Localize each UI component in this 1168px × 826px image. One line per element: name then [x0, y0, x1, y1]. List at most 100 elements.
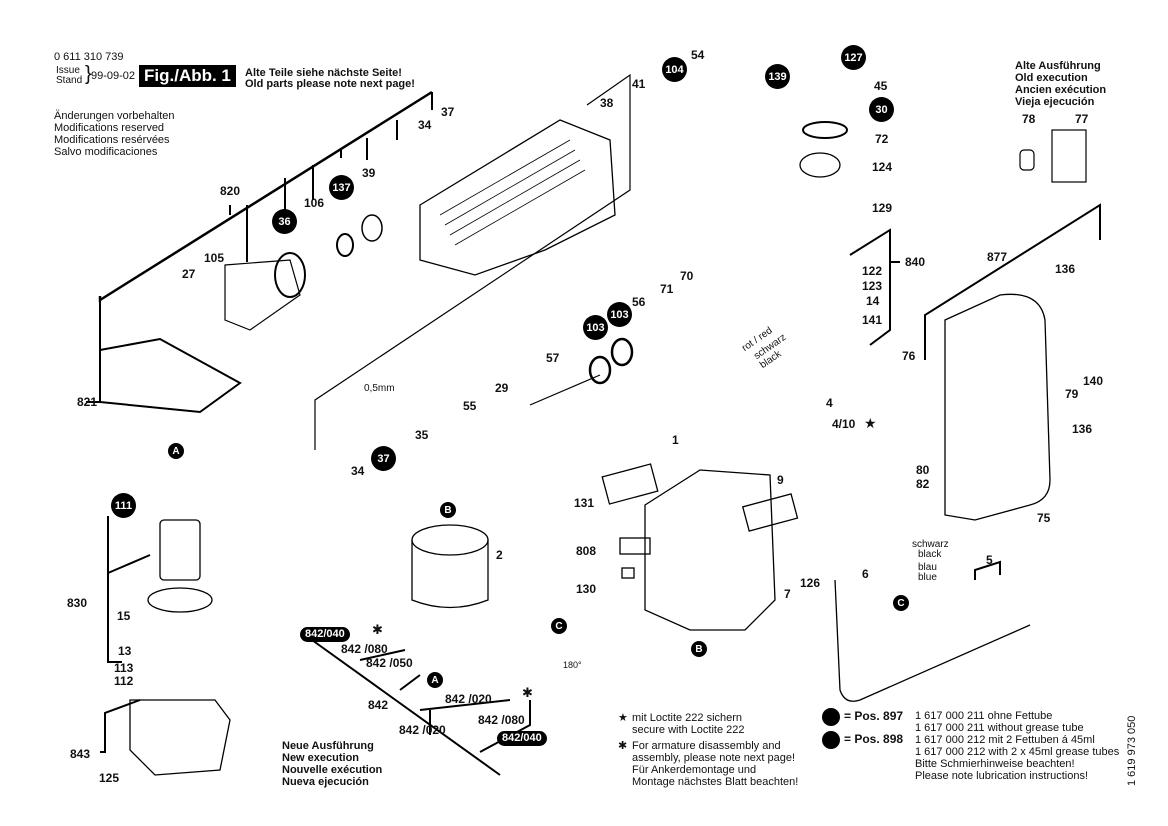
part-label-140[interactable]: 140 [1083, 374, 1104, 388]
part-label-126[interactable]: 126 [800, 576, 821, 590]
wire-blue: blue [918, 572, 937, 583]
wire-blau: blau [918, 562, 937, 573]
part-label-842-080b[interactable]: 842 /080 [478, 713, 525, 727]
part-label-4-10[interactable]: 4/10 [832, 417, 856, 431]
pill-842-040-top[interactable]: 842/040 [300, 627, 350, 642]
part-label-82[interactable]: 82 [916, 477, 930, 491]
part-label-106[interactable]: 106 [304, 196, 325, 210]
part-label-75[interactable]: 75 [1037, 511, 1051, 525]
part-label-136b[interactable]: 136 [1072, 422, 1093, 436]
part-label-57[interactable]: 57 [546, 351, 560, 365]
connector-a-bottom[interactable]: A [427, 672, 443, 688]
part-label-79[interactable]: 79 [1065, 387, 1079, 401]
part-label-34b[interactable]: 34 [351, 464, 365, 478]
part-label-842-080a[interactable]: 842 /080 [341, 642, 388, 656]
circled-label-104[interactable]: 104 [662, 57, 687, 82]
part-label-80[interactable]: 80 [916, 463, 930, 477]
connector-c-right[interactable]: C [893, 595, 909, 611]
circled-label-30[interactable]: 30 [869, 97, 894, 122]
connector-c-left[interactable]: C [551, 618, 567, 634]
old-parts-note-de: Alte Teile siehe nächste Seite! [245, 67, 402, 79]
part-label-45[interactable]: 45 [874, 79, 888, 93]
leader-840 [849, 228, 891, 346]
part-label-105[interactable]: 105 [204, 251, 225, 265]
part-label-13[interactable]: 13 [118, 644, 132, 658]
part-label-122[interactable]: 122 [862, 264, 883, 278]
part-label-130[interactable]: 130 [576, 582, 597, 596]
circled-label-37[interactable]: 37 [371, 446, 396, 471]
circled-label-36[interactable]: 36 [272, 209, 297, 234]
part-label-877[interactable]: 877 [987, 250, 1008, 264]
part-label-123[interactable]: 123 [862, 279, 883, 293]
circled-label-111[interactable]: 111 [111, 493, 136, 518]
circled-label-127[interactable]: 127 [841, 45, 866, 70]
part-label-9[interactable]: 9 [777, 473, 784, 487]
part-label-4[interactable]: 4 [826, 396, 833, 410]
part-label-842[interactable]: 842 [368, 698, 389, 712]
connector-b-bottom[interactable]: B [691, 641, 707, 657]
part-label-136a[interactable]: 136 [1055, 262, 1076, 276]
circled-label-137[interactable]: 137 [329, 175, 354, 200]
part-label-808[interactable]: 808 [576, 544, 597, 558]
part-label-2[interactable]: 2 [496, 548, 503, 562]
grease-dot-icon [822, 708, 840, 726]
pos-898-line: Please note lubrication instructions! [915, 770, 1089, 782]
part-label-76[interactable]: 76 [902, 349, 916, 363]
part-label-39[interactable]: 39 [362, 166, 376, 180]
part-label-56[interactable]: 56 [632, 295, 646, 309]
connector-a-top[interactable]: A [168, 443, 184, 459]
part-label-77[interactable]: 77 [1075, 112, 1089, 126]
part-label-71[interactable]: 71 [660, 282, 674, 296]
part-label-41[interactable]: 41 [632, 77, 646, 91]
part-label-37[interactable]: 37 [441, 105, 455, 119]
connector-b-top[interactable]: B [440, 502, 456, 518]
part-label-55[interactable]: 55 [463, 399, 477, 413]
part-label-6[interactable]: 6 [862, 567, 869, 581]
part-label-34[interactable]: 34 [418, 118, 432, 132]
part-label-820[interactable]: 820 [220, 184, 241, 198]
circled-label-103a[interactable]: 103 [583, 315, 608, 340]
leader-821 [86, 300, 101, 403]
part-label-129[interactable]: 129 [872, 201, 893, 215]
part-label-1[interactable]: 1 [672, 433, 679, 447]
circled-label-103b[interactable]: 103 [607, 302, 632, 327]
part-label-27[interactable]: 27 [182, 267, 196, 281]
part-label-131[interactable]: 131 [574, 496, 595, 510]
part-label-112[interactable]: 112 [114, 674, 134, 688]
new-execution-note: Neue Ausführung New execution Nouvelle e… [282, 740, 382, 788]
armature-note-line: Für Ankerdemontage und [632, 764, 757, 776]
part-label-5[interactable]: 5 [986, 553, 993, 567]
part-label-842-020b[interactable]: 842 /020 [399, 723, 446, 737]
wire-black: black [918, 549, 942, 560]
part-label-842-020a[interactable]: 842 /020 [445, 692, 492, 706]
part-label-843[interactable]: 843 [70, 747, 91, 761]
part-label-14[interactable]: 14 [866, 294, 880, 308]
label-808 [619, 537, 651, 555]
grease-dot-icon [822, 731, 840, 749]
part-label-842-050[interactable]: 842 /050 [366, 656, 413, 670]
part-number: 0 611 310 739 [54, 51, 124, 63]
part-label-70[interactable]: 70 [680, 269, 694, 283]
part-label-78[interactable]: 78 [1022, 112, 1036, 126]
grease-pos-898-text: 1 617 000 212 mit 2 Fettuben á 45ml 1 61… [915, 734, 1119, 782]
part-label-54[interactable]: 54 [691, 48, 705, 62]
modifications-de: Änderungen vorbehalten [54, 110, 175, 122]
circled-label-139[interactable]: 139 [765, 64, 790, 89]
part-label-15[interactable]: 15 [117, 609, 131, 623]
part-label-840[interactable]: 840 [905, 255, 926, 269]
part-label-124[interactable]: 124 [872, 160, 893, 174]
part-label-113[interactable]: 113 [114, 661, 134, 675]
part-label-38[interactable]: 38 [600, 96, 614, 110]
gear-72 [799, 152, 841, 178]
part-label-72[interactable]: 72 [875, 132, 889, 146]
part-label-830[interactable]: 830 [67, 596, 88, 610]
part-label-125[interactable]: 125 [99, 771, 120, 785]
part-label-7[interactable]: 7 [784, 587, 791, 601]
part-label-35[interactable]: 35 [415, 428, 429, 442]
part-label-141[interactable]: 141 [862, 313, 883, 327]
pill-842-040-bottom[interactable]: 842/040 [497, 731, 547, 746]
part-label-29[interactable]: 29 [495, 381, 509, 395]
issue-date: 99-09-02 [91, 70, 136, 82]
label-9 [741, 493, 799, 532]
part-label-821[interactable]: 821 [77, 395, 98, 409]
